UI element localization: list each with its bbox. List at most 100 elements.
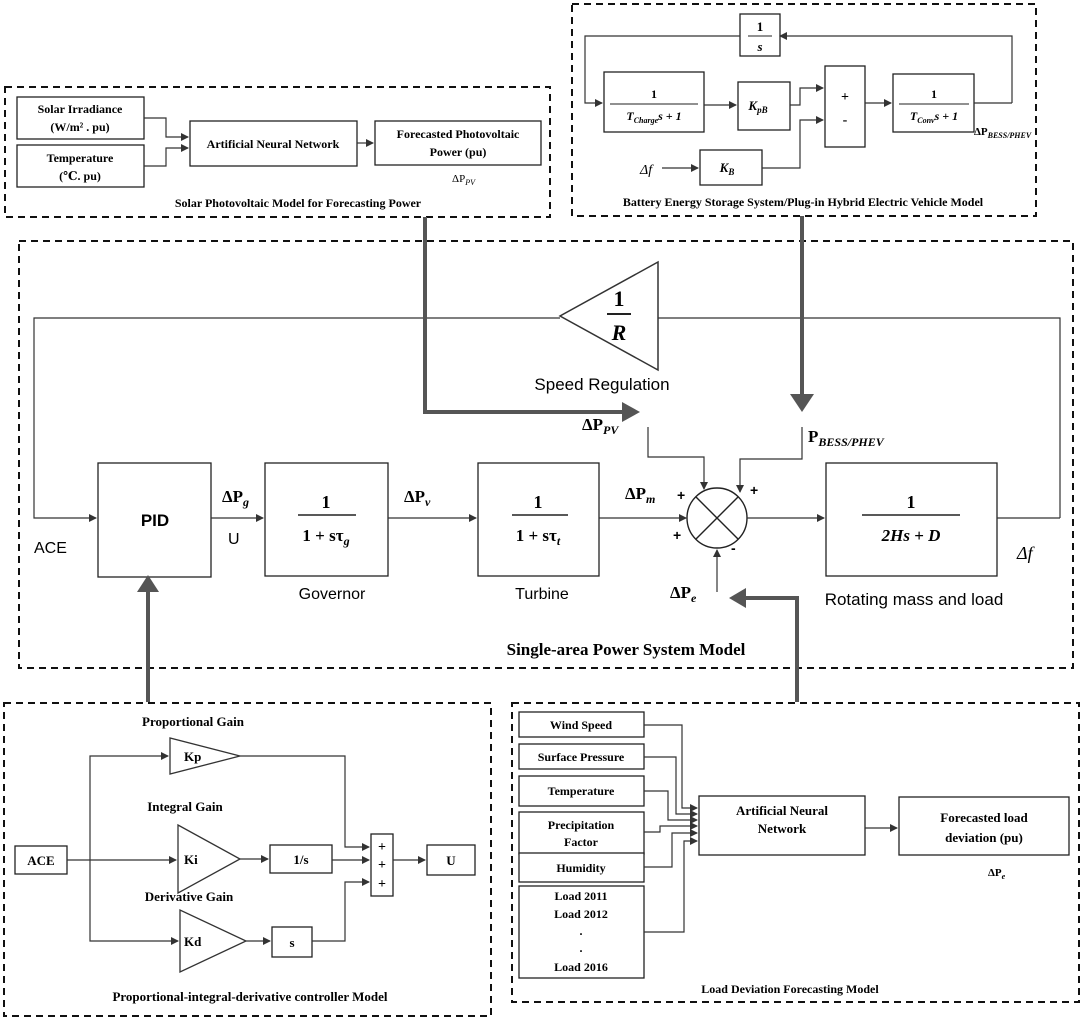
load-ellipsis-1: .: [580, 924, 583, 938]
power-system-model: 1 R Speed Regulation ACE PID ΔPg U 1 1 +…: [18, 240, 1074, 669]
integral-gain-label: Integral Gain: [147, 799, 223, 814]
bess-integrator-num: 1: [757, 19, 764, 34]
load-2011-label: Load 2011: [554, 889, 607, 903]
dpe-label: ΔPe: [670, 583, 697, 605]
power-system-frame: [18, 240, 1074, 669]
bess-kb-label: KB: [719, 160, 735, 177]
pid-integrator-block: [269, 844, 333, 874]
solar-temperature-label: Temperature: [47, 151, 114, 165]
humidity-box: [518, 852, 645, 883]
load-ann-label: Artificial Neural: [736, 803, 828, 818]
summer-minus-load: -: [731, 540, 736, 556]
temperature-connector: [144, 144, 189, 167]
load-temperature-label: Temperature: [548, 784, 615, 798]
loads-ann-link: [644, 837, 698, 933]
rotating-mass-num: 1: [907, 492, 916, 512]
bess-sum-block: [824, 65, 866, 148]
rotating-mass-den: 2Hs + D: [881, 526, 941, 545]
kp-sum-link: [240, 755, 370, 851]
load-deviation-arrow: [744, 596, 799, 702]
load-deviation-arrowhead: [729, 588, 746, 608]
bess-kb-block: [699, 149, 763, 186]
ki-gain: [177, 823, 242, 895]
humidity-ann-link: [644, 829, 698, 868]
governor-den: 1 + sτg: [302, 526, 349, 548]
bess-conv-den: TConvs + 1: [910, 109, 958, 125]
load-output-unit: deviation (pu): [945, 830, 1023, 845]
kd-gain: [179, 908, 248, 974]
load-2012-label: Load 2012: [554, 907, 608, 921]
bess-caption: Battery Energy Storage System/Plug-in Hy…: [623, 195, 984, 209]
dpv-label: ΔPv: [404, 487, 431, 509]
solar-irradiance-label: Solar Irradiance: [38, 102, 123, 116]
summer-plus-mech: +: [677, 487, 685, 503]
frequency-feedback-right: [658, 317, 1061, 518]
load-deviation-model: Wind Speed Surface Pressure Temperature …: [511, 702, 1080, 1003]
bess-output-label: ΔPBESS/PHEV: [974, 126, 1032, 140]
solar-irradiance-box: [16, 96, 145, 140]
pid-controller-model: Proportional Gain Integral Gain Derivati…: [3, 702, 492, 1017]
kp-gain: [169, 737, 241, 775]
load-ellipsis-2: .: [580, 941, 583, 955]
pid-ace-input-label: ACE: [27, 853, 54, 868]
bess-sum-minus: -: [843, 113, 848, 128]
pid-sum-plus-2: +: [378, 858, 386, 873]
wind-ann-link: [644, 724, 698, 812]
bess-power-arrowhead: [790, 394, 814, 412]
bess-conv-num: 1: [931, 87, 937, 101]
turbine-num: 1: [534, 492, 543, 512]
governor-label: Governor: [299, 586, 366, 603]
kd-label: Kd: [184, 934, 202, 949]
summer-plus-pv: +: [673, 527, 681, 543]
pid-output-box: [426, 844, 476, 876]
interconnect-arrows: [137, 216, 814, 702]
surface-pressure-box: [518, 743, 645, 770]
pid-label: PID: [141, 511, 169, 530]
solar-pv-caption: Solar Photovoltaic Model for Forecasting…: [175, 196, 422, 210]
bess-kpb-label: KpB: [747, 98, 767, 115]
wind-speed-label: Wind Speed: [550, 718, 612, 732]
pid-sum-plus-3: +: [378, 877, 386, 892]
load-history-box: [518, 885, 645, 979]
bess-frame: [571, 3, 1037, 217]
load-ann-box: [698, 795, 866, 856]
dpg-label: ΔPg: [222, 487, 249, 509]
ki-label: Ki: [184, 852, 198, 867]
turbine-label: Turbine: [515, 586, 569, 603]
u-label: U: [228, 531, 240, 548]
pv-power-arrow: [423, 217, 624, 414]
solar-pv-model: Solar Irradiance (W/m² . pu) Temperature…: [4, 86, 551, 218]
surface-pressure-label: Surface Pressure: [538, 750, 625, 764]
bess-charge-den: TCharges + 1: [626, 109, 681, 125]
solar-output-symbol: ΔPPV: [452, 173, 476, 187]
solar-output-unit: Power (pu): [430, 145, 487, 159]
pid-differentiator-block: [271, 926, 313, 958]
bess-df-input: Δf: [639, 163, 654, 178]
pid-gains-arrowhead: [137, 575, 159, 592]
pid-integrator-label: 1/s: [293, 852, 308, 867]
bess-input-label: PBESS/PHEV: [808, 427, 885, 449]
solar-output-label: Forecasted Photovoltaic: [397, 127, 520, 141]
load-2016-label: Load 2016: [554, 960, 608, 974]
precipitation-box: [518, 811, 645, 855]
irradiance-connector: [144, 117, 189, 141]
solar-temperature-unit: (℃. pu): [59, 169, 101, 183]
solar-temperature-box: [16, 144, 145, 188]
solar-irradiance-unit: (W/m² . pu): [50, 120, 109, 134]
differentiator-sum-link: [312, 878, 370, 942]
precipitation-factor-label: Factor: [564, 835, 599, 849]
solar-output-box: [374, 120, 542, 166]
pressure-ann-link: [644, 756, 698, 818]
turbine-block: [477, 462, 600, 577]
kp-label: Kp: [184, 749, 201, 764]
pv-input-label: ΔPPV: [582, 415, 619, 437]
speed-regulation-gain: [558, 260, 659, 372]
pid-block: [97, 462, 212, 578]
governor-block: [264, 462, 389, 577]
load-output-label: Forecasted load: [940, 810, 1028, 825]
turbine-den: 1 + sτt: [516, 526, 561, 548]
summing-junction: [686, 487, 748, 549]
ace-kd-link: [89, 860, 179, 945]
bess-kpb-sum-link: [790, 84, 824, 106]
